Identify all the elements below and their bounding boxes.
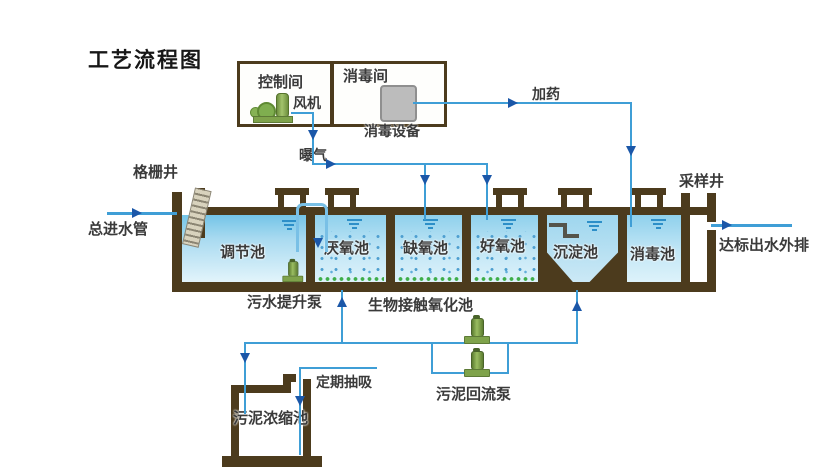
disinfection-equipment-icon [380,85,417,122]
wave-icon [587,221,602,233]
sludge-return-pump-icon [463,315,490,344]
inlet-pipe [107,212,177,215]
sludge-tank-wall [231,385,287,393]
tank-water-aerobic [471,215,538,282]
bio-media-dots [471,231,538,276]
diffuser-row-icon [397,275,460,282]
tank-label-anaerobic: 厌氧池 [324,239,370,257]
sedimentation-hopper [547,215,618,287]
tank-water-anoxic [395,215,462,282]
arrow-up-icon [572,301,582,311]
arrow-down-icon [240,353,250,363]
lift-pump-icon [282,258,304,283]
dosing-label: 加药 [532,87,560,103]
tank-deck [206,207,716,215]
pump-loop-pipe [507,342,509,374]
periodic-suction-pipe [299,367,377,369]
bio-media-dots [395,231,462,276]
tank-label-regulation: 调节池 [220,243,266,261]
sludge-return-pipe [341,290,343,343]
pump-loop-pipe [431,342,433,374]
aeration-header-pipe [312,163,488,165]
sampling-well-label: 采样井 [679,172,725,190]
arrow-right-icon [132,208,142,218]
fan-pipe [291,112,313,114]
sludge-thickening-tank-label: 污泥浓缩池 [233,409,309,427]
arrow-down-icon [626,146,636,156]
sludge-return-pump-icon [463,348,490,377]
arrow-right-icon [326,159,336,169]
sludge-tank-base [222,456,322,467]
fan-icon [248,92,294,123]
arrow-down-icon [313,238,323,248]
outlet-pipe [711,224,792,227]
dosing-pipe-horizontal [413,102,632,104]
arrow-up-icon [337,297,347,307]
wave-icon [651,219,666,231]
arrow-down-icon [482,175,492,185]
tank-divider [386,212,395,284]
tank-left-wall [172,192,182,292]
sludge-main-pipe [244,342,578,344]
wave-icon [282,220,297,232]
tank-divider [538,212,547,284]
tank-right-wall [707,230,716,292]
tank-label-sedimentation: 沉淀池 [553,243,599,261]
diffuser-row-icon [473,275,536,282]
wave-icon [423,219,438,231]
arrow-down-icon [308,130,318,140]
sampling-well-wall [681,193,690,284]
tank-water-disinfection [627,215,681,282]
diffuser-row-icon [317,275,384,282]
wave-icon [347,219,362,231]
control-room-label: 控制间 [258,73,304,91]
tank-divider [306,212,315,284]
periodic-suction-pipe [299,367,301,455]
sludge-tank-wall [303,379,311,458]
sludge-pipe-from-sedimentation [576,290,578,344]
wave-icon [501,219,516,231]
fan-label: 风机 [293,96,321,112]
inlet-label: 总进水管 [88,220,149,238]
tank-divider [462,212,471,284]
aeration-branch-pipe [486,163,488,220]
tank-right-wall [707,193,716,222]
arrow-down-icon [295,396,305,406]
lift-pump-label: 污水提升泵 [247,293,323,311]
periodic-suction-label: 定期抽吸 [316,375,372,391]
disinfection-room-label: 消毒间 [343,67,389,85]
bio-oxidation-label: 生物接触氧化池 [368,296,474,314]
tank-divider [618,212,627,284]
dosing-pipe-vertical [630,102,632,227]
tank-label-anoxic: 缺氧池 [403,239,449,257]
feed-baffle-icon [563,223,567,238]
arrow-down-icon [420,175,430,185]
feed-baffle-icon [563,234,579,238]
arrow-right-icon [722,220,732,230]
page-title: 工艺流程图 [88,48,203,72]
tank-label-disinfection: 消毒池 [630,245,676,263]
grid-well-label: 格栅井 [133,163,179,181]
sludge-tank-wall [283,374,291,393]
sludge-return-pump-label: 污泥回流泵 [436,385,512,403]
sludge-waste-pipe [244,342,246,414]
disinfection-equipment-label: 消毒设备 [364,124,420,140]
tank-bottom-slab [172,282,716,292]
sludge-tank-wall [231,385,239,458]
building-room-divider [330,61,334,127]
tank-label-aerobic: 好氧池 [480,237,526,255]
sludge-tank-wall [283,374,296,382]
feed-baffle-icon [549,223,567,227]
arrow-right-icon [508,98,518,108]
lift-pump-overwall-pipe [296,203,328,252]
aeration-branch-pipe [424,163,426,220]
outlet-label: 达标出水外排 [719,236,810,254]
